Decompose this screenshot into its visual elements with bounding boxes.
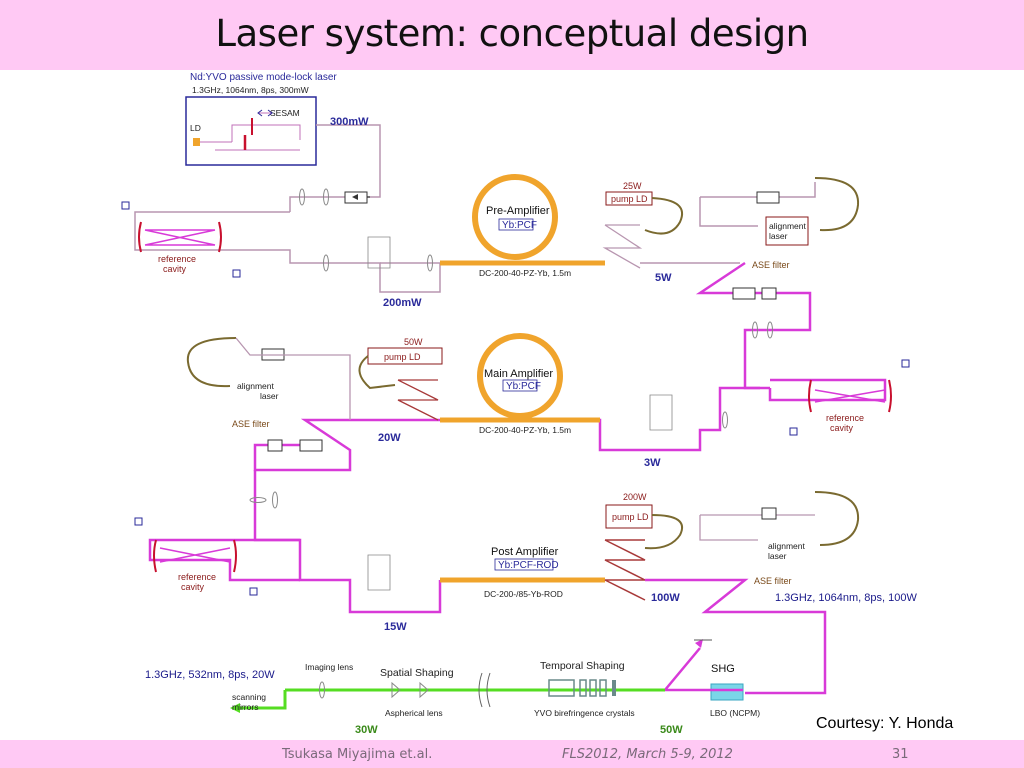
- title-bar: [0, 0, 1024, 70]
- post-amp-material: Yb:PCF-ROD: [498, 560, 559, 571]
- main-amplifier: Main Amplifier Yb:PCF DC-200-40-PZ-Yb, 1…: [358, 333, 673, 435]
- temporal-shaping-label: Temporal Shaping: [540, 660, 625, 672]
- oscillator: Nd:YVO passive mode-lock laser 1.3GHz, 1…: [185, 72, 337, 166]
- alignment-laser-2: alignment laser: [186, 337, 351, 420]
- power-20w: 20W: [378, 432, 401, 444]
- stage2-components: [249, 287, 777, 509]
- slide-title: Laser system: conceptual design: [215, 12, 809, 55]
- footer-bar: [0, 740, 1024, 768]
- power-15w: 15W: [384, 621, 407, 633]
- ref-cavity-2-line2: cavity: [830, 423, 854, 433]
- power-5w: 5W: [655, 272, 672, 284]
- pre-amp-name: Pre-Amplifier: [486, 205, 550, 217]
- pre-amplifier: Pre-Amplifier Yb:PCF DC-200-40-PZ-Yb, 1.…: [367, 174, 683, 278]
- pre-amp-pump: pump LD: [611, 194, 648, 204]
- power-300mw: 300mW: [330, 116, 369, 128]
- oscillator-path: [200, 112, 301, 151]
- main-amp-material: Yb:PCF: [506, 381, 541, 392]
- sesam-arrow-icon: [257, 109, 273, 117]
- ase-filter-1: ASE filter: [752, 260, 790, 270]
- sesam-label: SESAM: [270, 108, 300, 118]
- align-3-line1: alignment: [768, 541, 805, 551]
- scanning-mirrors-line2: mirrors: [232, 702, 258, 712]
- scanning-mirrors-line1: scanning: [232, 692, 266, 702]
- main-amp-fiber-label: DC-200-40-PZ-Yb, 1.5m: [479, 425, 571, 435]
- stage3-beam: [645, 578, 827, 695]
- power-30w: 30W: [355, 724, 378, 736]
- ld-label: LD: [190, 123, 201, 133]
- pre-amp-fiber-coil: [472, 174, 558, 260]
- ase-filter-3: ASE filter: [754, 576, 792, 586]
- alignment-laser-3: alignment laser: [699, 491, 860, 561]
- stage1-right: [640, 182, 816, 264]
- align-1-line1: alignment: [769, 221, 806, 231]
- yvo-crystals-label: YVO birefringence crystals: [534, 708, 635, 718]
- ref-cavity-1-line2: cavity: [163, 264, 187, 274]
- output-green-spec: 1.3GHz, 532nm, 8ps, 20W: [145, 669, 275, 681]
- pre-amp-pump-power: 25W: [623, 181, 642, 191]
- footer-conference: FLS2012, March 5-9, 2012: [562, 747, 733, 762]
- align-2-line2: laser: [260, 391, 279, 401]
- reference-cavity-1: reference cavity: [121, 201, 241, 278]
- footer-page-number: 31: [892, 747, 909, 762]
- power-3w: 3W: [644, 457, 661, 469]
- output-ir-spec: 1.3GHz, 1064nm, 8ps, 100W: [775, 592, 917, 604]
- oscillator-box: [185, 96, 317, 166]
- ld-icon: [193, 138, 200, 146]
- lbo-label: LBO (NCPM): [710, 708, 760, 718]
- ref-cavity-3-line1: reference: [178, 572, 216, 582]
- power-50w: 50W: [660, 724, 683, 736]
- isolator-1: [299, 188, 433, 272]
- ref-cavity-3-line2: cavity: [181, 582, 205, 592]
- oscillator-spec: 1.3GHz, 1064nm, 8ps, 300mW: [192, 85, 309, 95]
- stage1-beam: [134, 124, 441, 293]
- reference-cavity-3: reference cavity: [134, 517, 258, 596]
- post-amp-name: Post Amplifier: [491, 546, 559, 558]
- ref-cavity-1-line1: reference: [158, 254, 196, 264]
- power-100w: 100W: [651, 592, 680, 604]
- main-amp-name: Main Amplifier: [484, 368, 553, 380]
- align-2-line1: alignment: [237, 381, 274, 391]
- align-3-line2: laser: [768, 551, 787, 561]
- imaging-lens-label: Imaging lens: [305, 662, 353, 672]
- footer-author: Tsukasa Miyajima et.al.: [282, 747, 433, 762]
- main-amp-fiber-coil: [477, 333, 563, 419]
- post-amplifier: Post Amplifier Yb:PCF-ROD DC-200-/85-Yb-…: [367, 492, 683, 601]
- reference-cavity-2: reference cavity: [789, 359, 910, 436]
- stage2-beam: [148, 261, 887, 614]
- ref-cavity-2-line1: reference: [826, 413, 864, 423]
- spatial-shaping-label: Spatial Shaping: [380, 667, 454, 679]
- lbo-crystal: [710, 683, 744, 701]
- main-amp-pump: pump LD: [384, 352, 421, 362]
- pre-amp-fiber-label: DC-200-40-PZ-Yb, 1.5m: [479, 268, 571, 278]
- aspherical-lens-label: Aspherical lens: [385, 708, 443, 718]
- oscillator-title: Nd:YVO passive mode-lock laser: [190, 72, 337, 83]
- post-amp-fiber-label: DC-200-/85-Yb-ROD: [484, 589, 563, 599]
- courtesy-note: Courtesy: Y. Honda: [816, 715, 954, 732]
- power-200mw: 200mW: [383, 297, 422, 309]
- align-1-line2: laser: [769, 231, 788, 241]
- pre-amp-material: Yb:PCF: [502, 220, 537, 231]
- laser-system-diagram: Nd:YVO passive mode-lock laser 1.3GHz, 1…: [121, 72, 917, 736]
- alignment-laser-1: alignment laser: [756, 177, 860, 246]
- post-amp-pump-power: 200W: [623, 492, 647, 502]
- main-amp-pump-power: 50W: [404, 337, 423, 347]
- ase-filter-2: ASE filter: [232, 419, 270, 429]
- post-amp-pump: pump LD: [612, 512, 649, 522]
- shg-label: SHG: [711, 663, 735, 675]
- shg-section: SHG LBO (NCPM) Temporal Shaping YVO bire…: [145, 639, 760, 736]
